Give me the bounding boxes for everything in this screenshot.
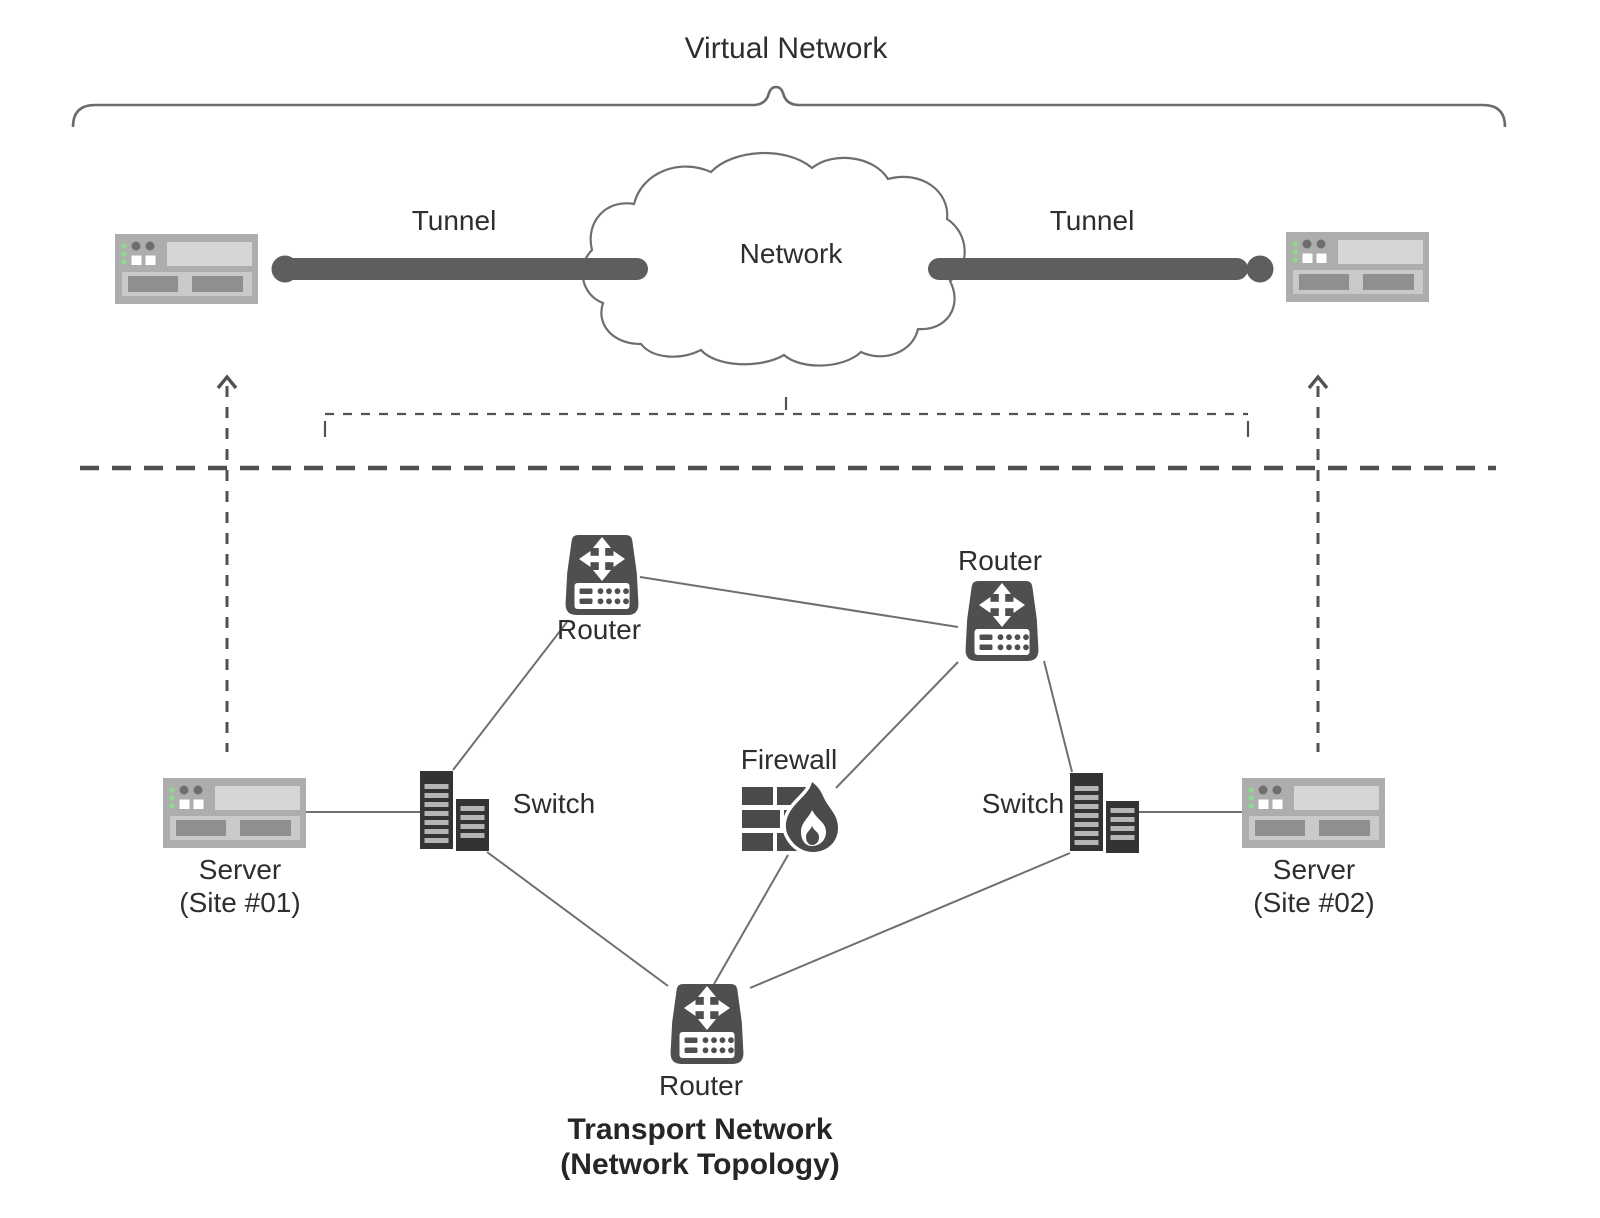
cloud-label: Network	[739, 238, 843, 269]
network-cloud-shape	[581, 151, 966, 367]
link-line	[1043, 660, 1073, 773]
switch-left-label: Switch	[512, 788, 596, 819]
router-top-left-icon	[565, 535, 639, 615]
tunnel-right-bar	[928, 255, 1274, 283]
router-top-right-label: Router	[957, 545, 1043, 576]
page-title: Virtual Network	[684, 32, 888, 65]
server-site1-icon	[163, 778, 306, 848]
router-top-right-icon	[965, 581, 1039, 661]
overlay-span-dashed-line	[323, 397, 1250, 437]
transport-caption-line2: (Network Topology)	[560, 1148, 840, 1181]
server-site2-sublabel: (Site #02)	[1253, 887, 1375, 918]
tunnel-left-label: Tunnel	[411, 205, 497, 236]
server-site2-label: Server	[1272, 854, 1356, 885]
switch-left-icon	[420, 771, 489, 851]
link-line	[749, 852, 1071, 989]
topology-links	[306, 576, 1242, 989]
vpn-gateway-right-icon	[1286, 232, 1429, 302]
link-line	[639, 576, 959, 628]
router-bottom-label: Router	[658, 1070, 744, 1101]
virtual-network-brace	[71, 85, 1507, 128]
firewall-label: Firewall	[740, 744, 838, 775]
vpn-gateway-left-icon	[115, 234, 258, 304]
router-top-left-label: Router	[556, 614, 642, 645]
router-bottom-icon	[670, 984, 744, 1064]
link-line	[713, 854, 789, 985]
link-line	[835, 661, 959, 789]
link-line	[486, 851, 669, 987]
server-site1-label: Server	[198, 854, 282, 885]
switch-right-label: Switch	[981, 788, 1065, 819]
tunnel-left-bar	[271, 255, 648, 283]
site1-uplink-dashed-arrow	[216, 374, 238, 752]
link-line	[452, 621, 568, 771]
firewall-icon	[742, 775, 842, 856]
server-site2-icon	[1242, 778, 1385, 848]
server-site1-sublabel: (Site #01)	[179, 887, 301, 918]
site2-uplink-dashed-arrow	[1307, 374, 1329, 752]
transport-caption-line1: Transport Network	[567, 1113, 833, 1146]
switch-right-icon	[1070, 773, 1139, 853]
tunnel-right-label: Tunnel	[1049, 205, 1135, 236]
